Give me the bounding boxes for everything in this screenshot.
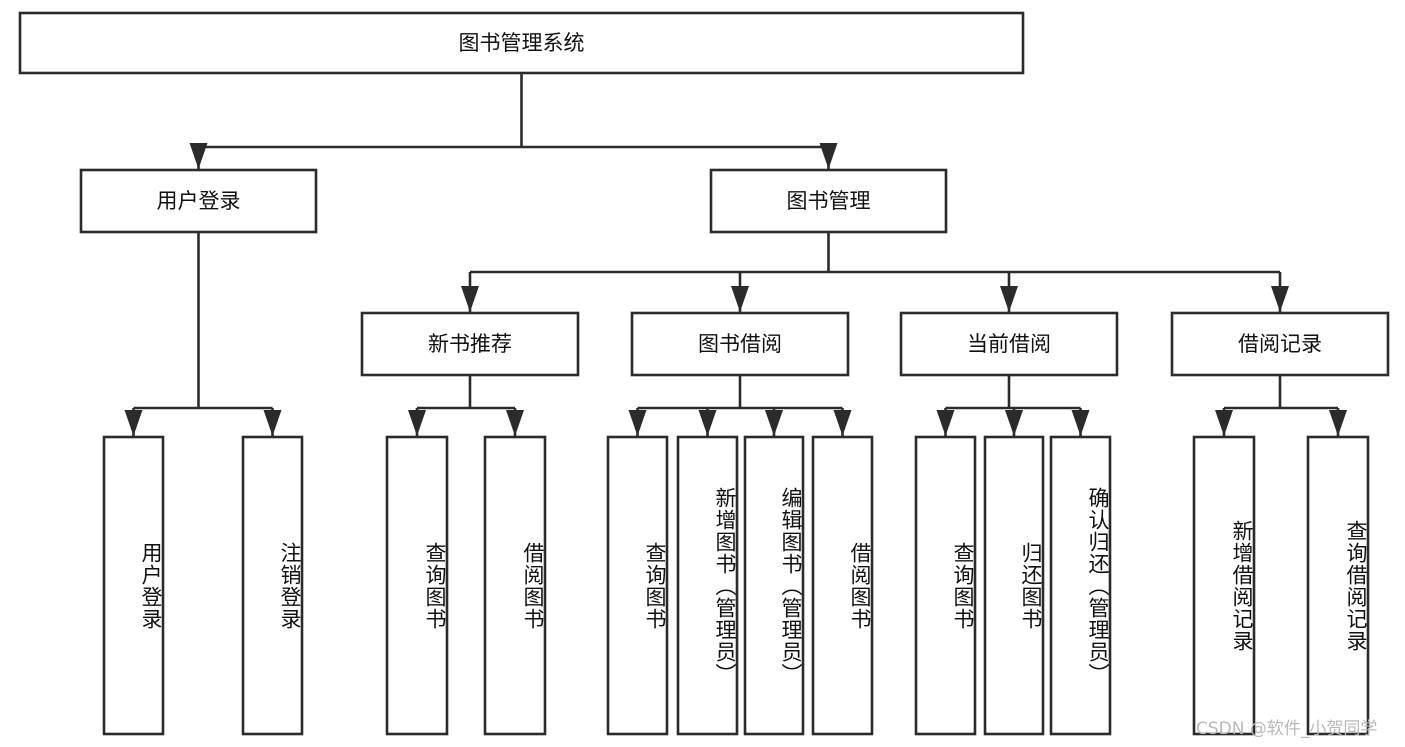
leaf-node-leaf-confirm-return-box[interactable] [1049, 435, 1112, 736]
level3-node-new-book-rec-box[interactable] [360, 311, 580, 377]
level3-node-current-borrow-label: 当前借阅 [967, 332, 1051, 356]
leaf-node-leaf-query-borrow-record-box[interactable] [1306, 435, 1370, 736]
root-node-root-box[interactable] [18, 11, 1025, 75]
leaf-node-leaf-return-book-box[interactable] [983, 435, 1045, 736]
leaf-node-leaf-edit-book-box[interactable] [743, 435, 805, 736]
root-node-root-label: 图书管理系统 [459, 31, 585, 55]
leaf-node-leaf-borrow-book-new-box[interactable] [483, 435, 547, 736]
level3-node-borrow-record-label: 借阅记录 [1238, 332, 1322, 356]
level3-node-borrow-record-box[interactable] [1170, 311, 1390, 377]
level3-node-new-book-rec-label: 新书推荐 [428, 332, 512, 356]
leaf-node-leaf-logout-login-box[interactable] [241, 435, 304, 736]
leaf-node-leaf-query-book-bb-box[interactable] [606, 435, 669, 736]
level2-node-user-login-box[interactable] [79, 168, 318, 234]
leaf-node-leaf-borrow-book-bb-box[interactable] [811, 435, 874, 736]
leaf-node-leaf-user-login-box[interactable] [102, 435, 165, 736]
csdn-watermark: CSDN @软件_小贺同学 [1196, 719, 1378, 739]
leaf-node-leaf-query-book-cb-box[interactable] [914, 435, 977, 736]
level3-node-current-borrow-box[interactable] [899, 311, 1119, 377]
leaf-node-leaf-add-book-box[interactable] [676, 435, 739, 736]
level3-node-book-borrow-label: 图书借阅 [698, 332, 782, 356]
level2-node-book-manage-label: 图书管理 [787, 189, 871, 213]
level2-node-user-login-label: 用户登录 [157, 189, 241, 213]
level2-node-book-manage-box[interactable] [709, 168, 948, 234]
leaf-node-leaf-add-borrow-record-box[interactable] [1192, 435, 1256, 736]
connector-links-layer [124, 73, 1347, 436]
level3-node-book-borrow-box[interactable] [630, 311, 850, 377]
leaf-node-leaf-query-book-new-box[interactable] [385, 435, 449, 736]
